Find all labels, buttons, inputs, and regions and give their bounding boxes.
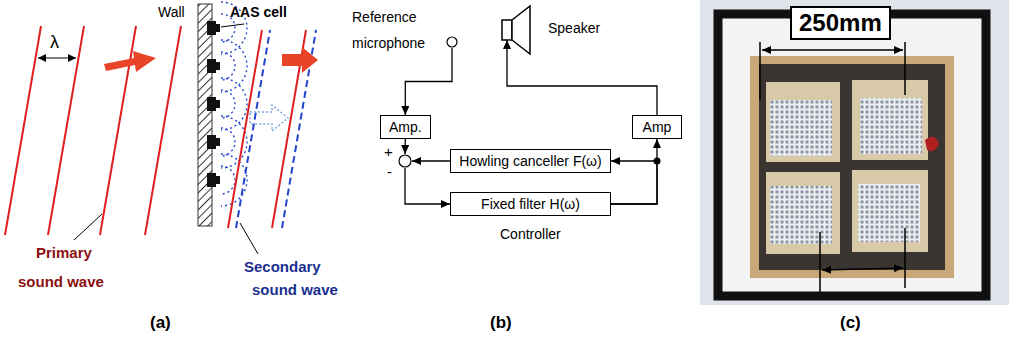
amplifier-box: Amp. (380, 115, 431, 139)
signal-wire (405, 168, 450, 204)
amplifier-box: Amp (632, 115, 682, 139)
wall-label: Wall (158, 4, 185, 20)
group-label: Controller (500, 226, 561, 242)
dimension-lines (760, 42, 905, 292)
secondary-wavelets (221, 2, 247, 206)
signal-wire (404, 139, 406, 154)
node-text: Amp. (389, 119, 422, 135)
wavelength-symbol: λ (50, 32, 59, 53)
wave-name: sound wave (18, 273, 104, 290)
transmitted-direction-arrow (282, 47, 318, 73)
microphone-symbol (446, 36, 458, 48)
node-text: 250mm (799, 9, 882, 36)
photo-background (700, 0, 1009, 305)
wall (198, 4, 212, 226)
secondary-leader (240, 223, 258, 254)
wave-name: Secondary (244, 258, 321, 275)
node-text: Amp (643, 119, 672, 135)
cell-leader (221, 24, 244, 27)
signal-wire (611, 161, 657, 204)
speaker-units (766, 80, 928, 254)
summing-ring (399, 155, 411, 167)
wood-frame (750, 56, 954, 278)
wavelength-arrow (38, 57, 76, 58)
microphone-circle (447, 37, 457, 47)
node-text: Reference microphone (352, 4, 440, 56)
node-text: Fixed filter H(ω) (481, 196, 580, 212)
canceller-box: Howling canceller F(ω) (450, 149, 611, 173)
wave-name: Primary (36, 244, 92, 261)
residual-direction-arrow (250, 105, 288, 131)
tape-frame (718, 14, 986, 296)
panel-caption: (a) (150, 313, 171, 333)
node-text: Howling canceller F(ω) (459, 153, 601, 169)
cable (925, 137, 939, 151)
speaker-magnet (502, 20, 512, 40)
speaker-cone (512, 6, 530, 54)
primary-direction-arrow (104, 51, 156, 72)
sign-label: - (387, 164, 392, 179)
panel-caption: (c) (840, 313, 861, 333)
primary-wavefronts (5, 26, 181, 235)
wave-name: sound wave (252, 281, 338, 298)
window-opening (759, 64, 945, 270)
signal-wire (405, 48, 452, 115)
microphone-node: Reference microphone (352, 4, 462, 56)
sign-label: + (384, 144, 393, 159)
panel-caption: (b) (490, 313, 512, 333)
speaker-node: Speaker (498, 4, 600, 56)
signal-wire (412, 160, 450, 161)
speaker-symbol (498, 4, 538, 56)
node-text: Speaker (548, 20, 600, 36)
cell-label: AAS cell (230, 4, 287, 20)
dimension-box: 250mm (790, 6, 891, 40)
primary-leader (74, 214, 102, 240)
signal-wire (611, 139, 657, 204)
summing-circle (398, 154, 412, 168)
summing-junction: +- (398, 154, 412, 168)
aas-cells (207, 21, 220, 187)
branch-dot (654, 158, 661, 165)
filter-box: Fixed filter H(ω) (450, 192, 611, 216)
